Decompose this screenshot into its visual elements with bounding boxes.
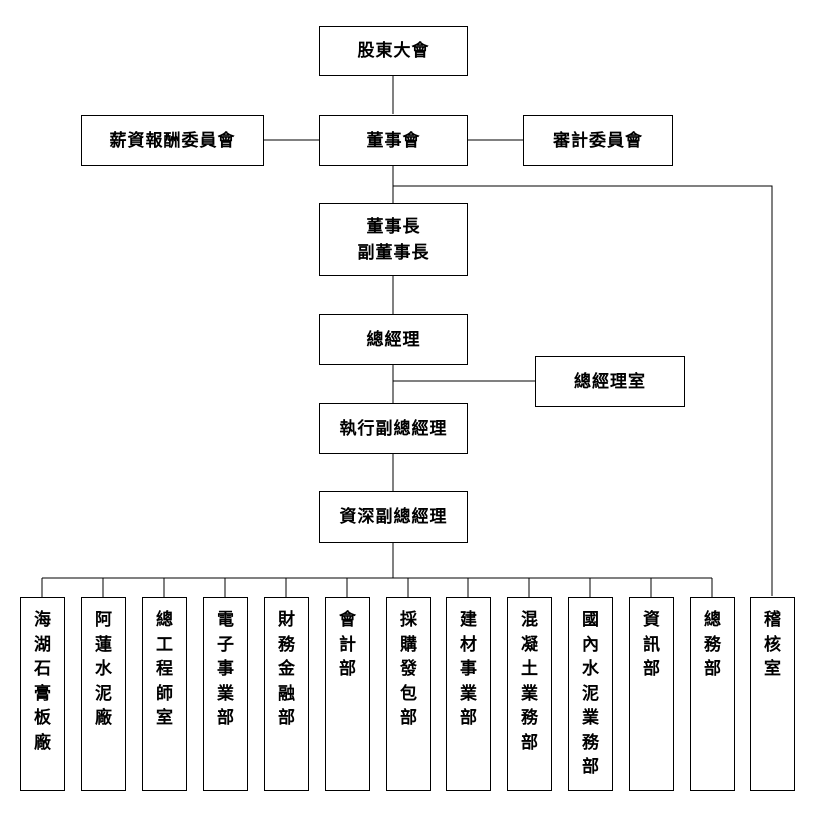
department-label: 電子事業部 bbox=[217, 610, 234, 728]
executive-vp-box: 執行副總經理 bbox=[319, 403, 468, 454]
board-of-directors-box: 董事會 bbox=[319, 115, 468, 166]
department-label: 海湖石膏板廠 bbox=[34, 610, 51, 753]
department-box: 電子事業部 bbox=[203, 597, 248, 791]
department-box: 總務部 bbox=[690, 597, 735, 791]
department-box: 海湖石膏板廠 bbox=[20, 597, 65, 791]
department-box: 建材事業部 bbox=[446, 597, 491, 791]
department-label: 總工程師室 bbox=[156, 610, 173, 728]
department-label: 會計部 bbox=[339, 610, 356, 679]
internal-audit-label: 稽核室 bbox=[764, 610, 781, 679]
compensation-committee-box: 薪資報酬委員會 bbox=[81, 115, 264, 166]
department-label: 總務部 bbox=[704, 610, 721, 679]
department-label: 資訊部 bbox=[643, 610, 660, 679]
senior-vp-box: 資深副總經理 bbox=[319, 491, 468, 543]
internal-audit-box: 稽核室 bbox=[750, 597, 795, 791]
department-box: 會計部 bbox=[325, 597, 370, 791]
department-label: 建材事業部 bbox=[460, 610, 477, 728]
department-label: 國內水泥業務部 bbox=[582, 610, 599, 777]
department-box: 國內水泥業務部 bbox=[568, 597, 613, 791]
department-box: 資訊部 bbox=[629, 597, 674, 791]
department-drop-lines bbox=[41, 578, 713, 597]
department-box: 財務金融部 bbox=[264, 597, 309, 791]
department-label: 阿蓮水泥廠 bbox=[95, 610, 112, 728]
shareholders-meeting-box: 股東大會 bbox=[319, 26, 468, 76]
department-box: 混凝土業務部 bbox=[507, 597, 552, 791]
department-box: 採購發包部 bbox=[386, 597, 431, 791]
president-box: 總經理 bbox=[319, 314, 468, 365]
chairman-box: 董事長 副董事長 bbox=[319, 203, 468, 276]
president-office-box: 總經理室 bbox=[535, 356, 685, 407]
department-box: 阿蓮水泥廠 bbox=[81, 597, 126, 791]
department-label: 混凝土業務部 bbox=[521, 610, 538, 753]
department-label: 財務金融部 bbox=[278, 610, 295, 728]
line-board-internal-audit bbox=[393, 185, 773, 596]
department-label: 採購發包部 bbox=[400, 610, 417, 728]
audit-committee-box: 審計委員會 bbox=[523, 115, 673, 166]
department-box: 總工程師室 bbox=[142, 597, 187, 791]
